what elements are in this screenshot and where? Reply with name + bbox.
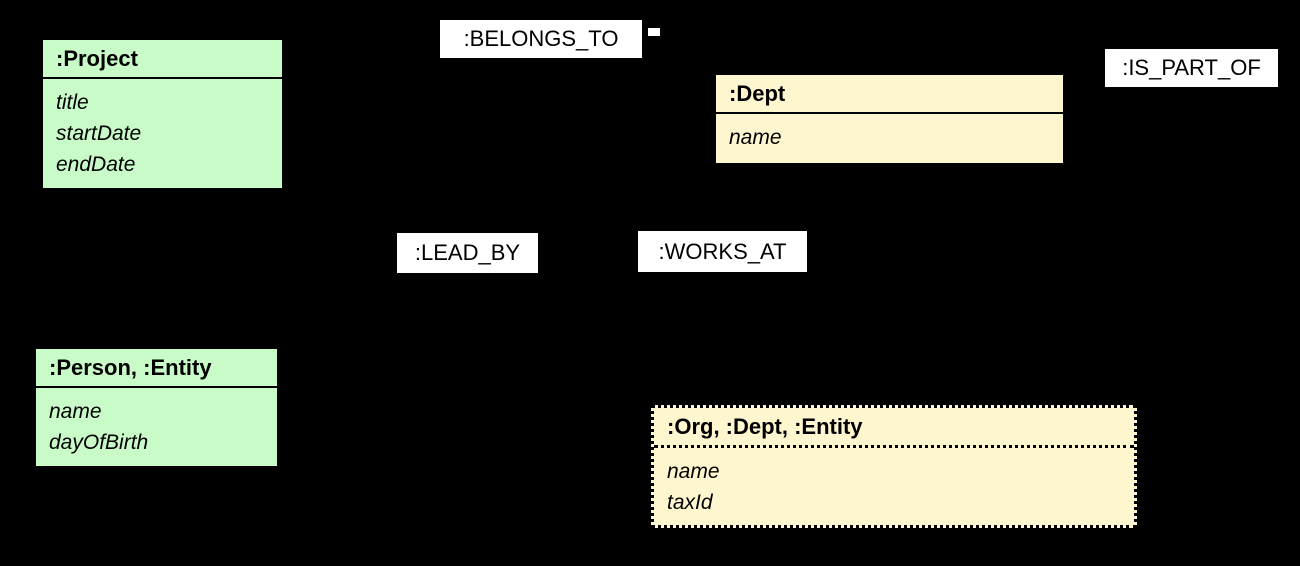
node-project: :Project title startDate endDate <box>41 38 284 190</box>
node-person-attributes: name dayOfBirth <box>36 388 277 458</box>
node-person-title: :Person, :Entity <box>36 349 277 388</box>
relationship-label-lead-by: :LEAD_BY <box>397 233 538 273</box>
relationship-label-belongs-to: :BELONGS_TO <box>440 20 642 58</box>
node-org-title: :Org, :Dept, :Entity <box>654 408 1134 448</box>
node-project-title: :Project <box>43 40 282 79</box>
attribute-name: name <box>49 400 102 423</box>
node-org-attributes: name taxId <box>654 448 1134 518</box>
attribute-taxid: taxId <box>667 491 713 514</box>
attribute-name: name <box>729 126 782 149</box>
attribute-enddate: endDate <box>56 153 136 176</box>
relationship-label-works-at: :WORKS_AT <box>638 231 807 272</box>
attribute-dayofbirth: dayOfBirth <box>49 431 149 454</box>
node-org: :Org, :Dept, :Entity name taxId <box>651 405 1137 528</box>
node-person: :Person, :Entity name dayOfBirth <box>34 347 279 468</box>
node-dept-attributes: name <box>716 114 1063 153</box>
node-project-attributes: title startDate endDate <box>43 79 282 180</box>
attribute-name: name <box>667 460 720 483</box>
arrow-fragment <box>648 28 660 36</box>
node-dept: :Dept name <box>714 73 1065 165</box>
node-dept-title: :Dept <box>716 75 1063 114</box>
attribute-startdate: startDate <box>56 122 142 145</box>
relationship-label-is-part-of: :IS_PART_OF <box>1105 49 1278 87</box>
attribute-title: title <box>56 91 89 114</box>
